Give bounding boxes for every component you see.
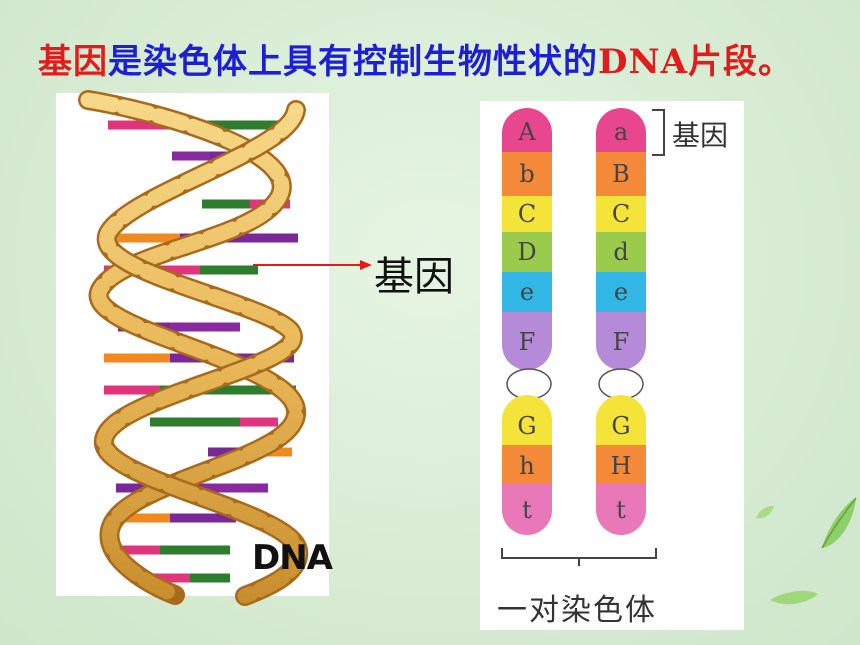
title-gene-word: 基因 <box>38 42 108 82</box>
allele-letter-left: t <box>522 496 532 524</box>
chromosome-right <box>596 108 646 535</box>
allele-letter-left: h <box>519 452 534 480</box>
allele-letter-left: A <box>517 118 536 146</box>
allele-letter-left: G <box>517 412 536 440</box>
slide-title: 基因是染色体上具有控制生物性状的DNA片段。 <box>38 34 793 83</box>
leaf-icon <box>770 590 818 605</box>
allele-letter-right: H <box>611 452 632 480</box>
allele-letter-right: a <box>614 118 628 146</box>
dna-backbone-strands <box>78 90 309 606</box>
allele-letter-right: e <box>614 278 628 306</box>
leaf-icon <box>821 497 857 549</box>
allele-letter-right: C <box>612 200 630 228</box>
allele-letter-left: D <box>517 238 536 266</box>
chromosome-pair-label: 一对染色体 <box>497 593 657 628</box>
title-dna-word: DNA <box>598 42 688 82</box>
allele-letter-right: B <box>612 160 630 188</box>
leaf-icon <box>756 505 774 519</box>
allele-letter-right: t <box>616 496 626 524</box>
allele-letter-right: d <box>613 238 628 266</box>
title-segment-word: 片段。 <box>687 42 793 82</box>
gene-bracket <box>652 109 665 156</box>
allele-letter-right: F <box>613 328 630 356</box>
title-definition: 是染色体上具有控制生物性状的 <box>108 42 598 82</box>
allele-letter-left: F <box>519 328 536 356</box>
chromosome-left <box>502 108 552 535</box>
allele-letter-left: b <box>519 160 534 188</box>
dna-label: DNA <box>252 538 333 578</box>
gene-bracket-label: 基因 <box>672 119 729 152</box>
allele-letter-left: e <box>520 278 534 306</box>
pair-bracket <box>501 548 657 566</box>
allele-letter-right: G <box>611 412 630 440</box>
allele-letter-left: C <box>518 200 536 228</box>
gene-pointer-arrow <box>253 260 372 270</box>
gene-callout-label: 基因 <box>374 254 454 300</box>
